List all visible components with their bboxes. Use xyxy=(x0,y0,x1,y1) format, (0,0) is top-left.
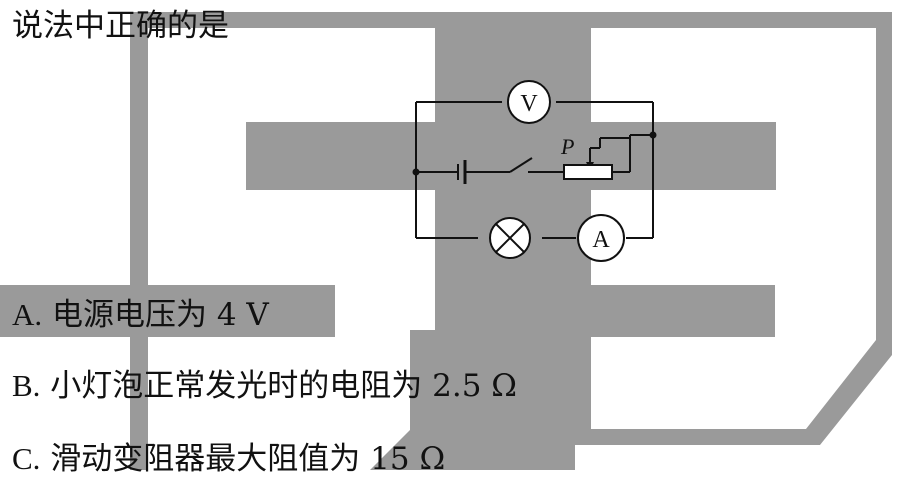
option-text: 小灯泡正常发光时的电阻为 2.5 Ω xyxy=(50,368,518,404)
slider-label-p: P xyxy=(560,134,574,159)
voltmeter-label: V xyxy=(520,91,538,117)
ammeter-label: A xyxy=(592,227,610,253)
option-text: 滑动变阻器最大阻值为 15 Ω xyxy=(50,441,446,477)
lamp xyxy=(489,217,531,259)
watermark-logo xyxy=(0,12,892,470)
option-text: 电源电压为 4 V xyxy=(52,297,269,333)
option-letter: A. xyxy=(12,297,43,332)
option-b[interactable]: B. 小灯泡正常发光时的电阻为 2.5 Ω xyxy=(12,368,517,404)
junction-dot xyxy=(412,168,420,176)
battery xyxy=(457,160,467,184)
option-a[interactable]: A. 电源电压为 4 V xyxy=(12,297,269,333)
option-letter: C. xyxy=(12,441,41,476)
question-stem: 说法中正确的是 xyxy=(12,8,229,44)
ammeter: A xyxy=(577,214,625,262)
option-c[interactable]: C. 滑动变阻器最大阻值为 15 Ω xyxy=(12,441,445,477)
junction-dot xyxy=(649,131,657,139)
option-letter: B. xyxy=(12,368,41,403)
voltmeter: V xyxy=(507,80,551,124)
rheostat xyxy=(563,164,613,180)
